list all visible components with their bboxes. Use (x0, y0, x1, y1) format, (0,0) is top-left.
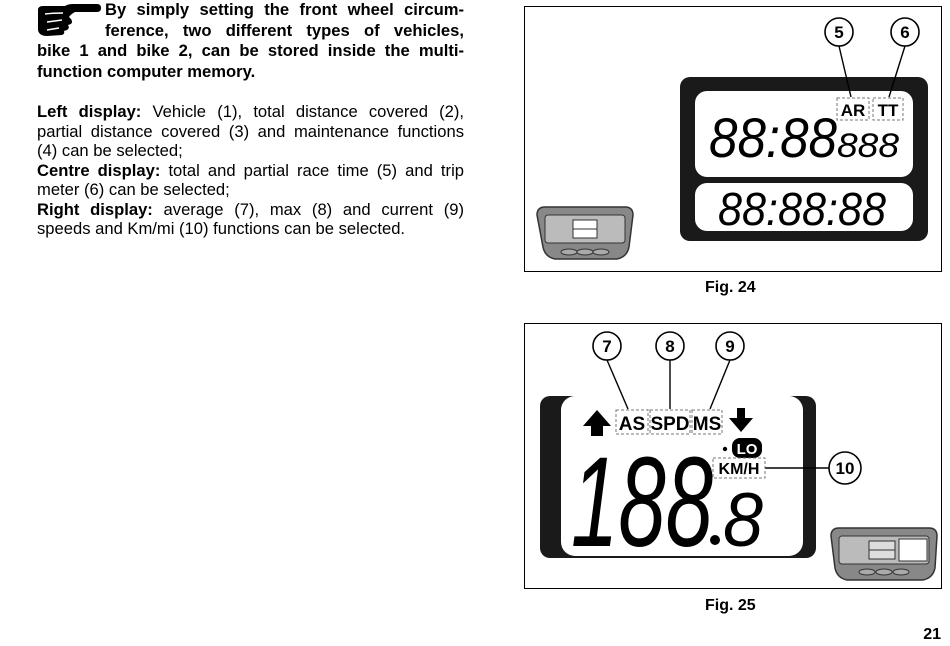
spd-label: SPD (650, 414, 689, 435)
intro-line-1: By simply setting the front wheel circum… (105, 0, 464, 19)
centre-display-paragraph: Centre display: total and partial race t… (37, 161, 464, 200)
lcd-bottom-digits: 88:88:88 (718, 183, 886, 235)
kmh-label: KM/H (719, 461, 760, 478)
as-label: AS (619, 414, 645, 435)
figure-25-caption: Fig. 25 (705, 597, 756, 614)
right-display-label: Right display: (37, 199, 153, 219)
device-thumbnail-icon (830, 527, 938, 581)
ar-label: AR (841, 101, 866, 120)
callout-5: 5 (834, 23, 843, 42)
tt-label: TT (878, 101, 899, 120)
centre-display-label: Centre display: (37, 160, 161, 180)
callout-7: 7 (602, 337, 611, 356)
arrow-up-icon (583, 410, 611, 436)
left-display-text: Vehicle (1), total distance covered (2),… (37, 102, 465, 160)
right-display-paragraph: Right display: average (7), max (8) and … (37, 200, 464, 239)
figure-25-illustration: 7 8 9 10 AS SPD MS LO KM/H 188 8 (540, 331, 938, 581)
left-display-paragraph: Left display: Vehicle (1), total distanc… (37, 102, 464, 161)
left-display-label: Left display: (37, 102, 142, 121)
lcd-small-digits: 888 (837, 127, 899, 165)
intro-note: By simply setting the front wheel circum… (37, 0, 464, 82)
lcd-window-top (695, 91, 913, 177)
pointing-hand-icon (38, 4, 101, 36)
lo-badge (732, 438, 762, 458)
display-descriptions: Left display: Vehicle (1), total distanc… (37, 102, 464, 239)
speed-digits: 188 (571, 431, 713, 574)
intro-line-4: function computer memory. (37, 61, 256, 81)
figure-25: 7 8 9 10 AS SPD MS LO KM/H 188 8 (524, 323, 942, 589)
callout-9: 9 (725, 337, 734, 356)
arrow-down-icon (729, 408, 753, 432)
lcd-top-digits: 88:88 (709, 106, 837, 169)
callout-8: 8 (665, 337, 674, 356)
centre-display-text: total and partial race time (5) and trip… (37, 160, 464, 200)
text-column: By simply setting the front wheel circum… (37, 0, 464, 239)
figure-24: 5 6 AR TT 88:88 888 88:88:88 (524, 6, 942, 272)
figure-24-illustration: 5 6 AR TT 88:88 888 88:88:88 (536, 17, 928, 260)
device-thumbnail-icon (536, 206, 634, 260)
callout-10: 10 (836, 459, 855, 478)
lcd-window-bottom (695, 183, 913, 231)
right-display-text: average (7), max (8) and current (9) spe… (37, 199, 464, 239)
lo-label: LO (737, 441, 758, 458)
intro-line-3: bike 1 and bike 2, can be stored inside … (37, 41, 464, 60)
ms-label: MS (693, 414, 722, 435)
lcd-window (561, 396, 803, 556)
callout-6: 6 (900, 23, 909, 42)
figure-24-caption: Fig. 24 (705, 279, 756, 296)
intro-line-2: ference, two different types of vehicles… (105, 20, 464, 40)
speed-decimal-digit: 8 (723, 478, 763, 563)
page-number: 21 (923, 626, 941, 643)
